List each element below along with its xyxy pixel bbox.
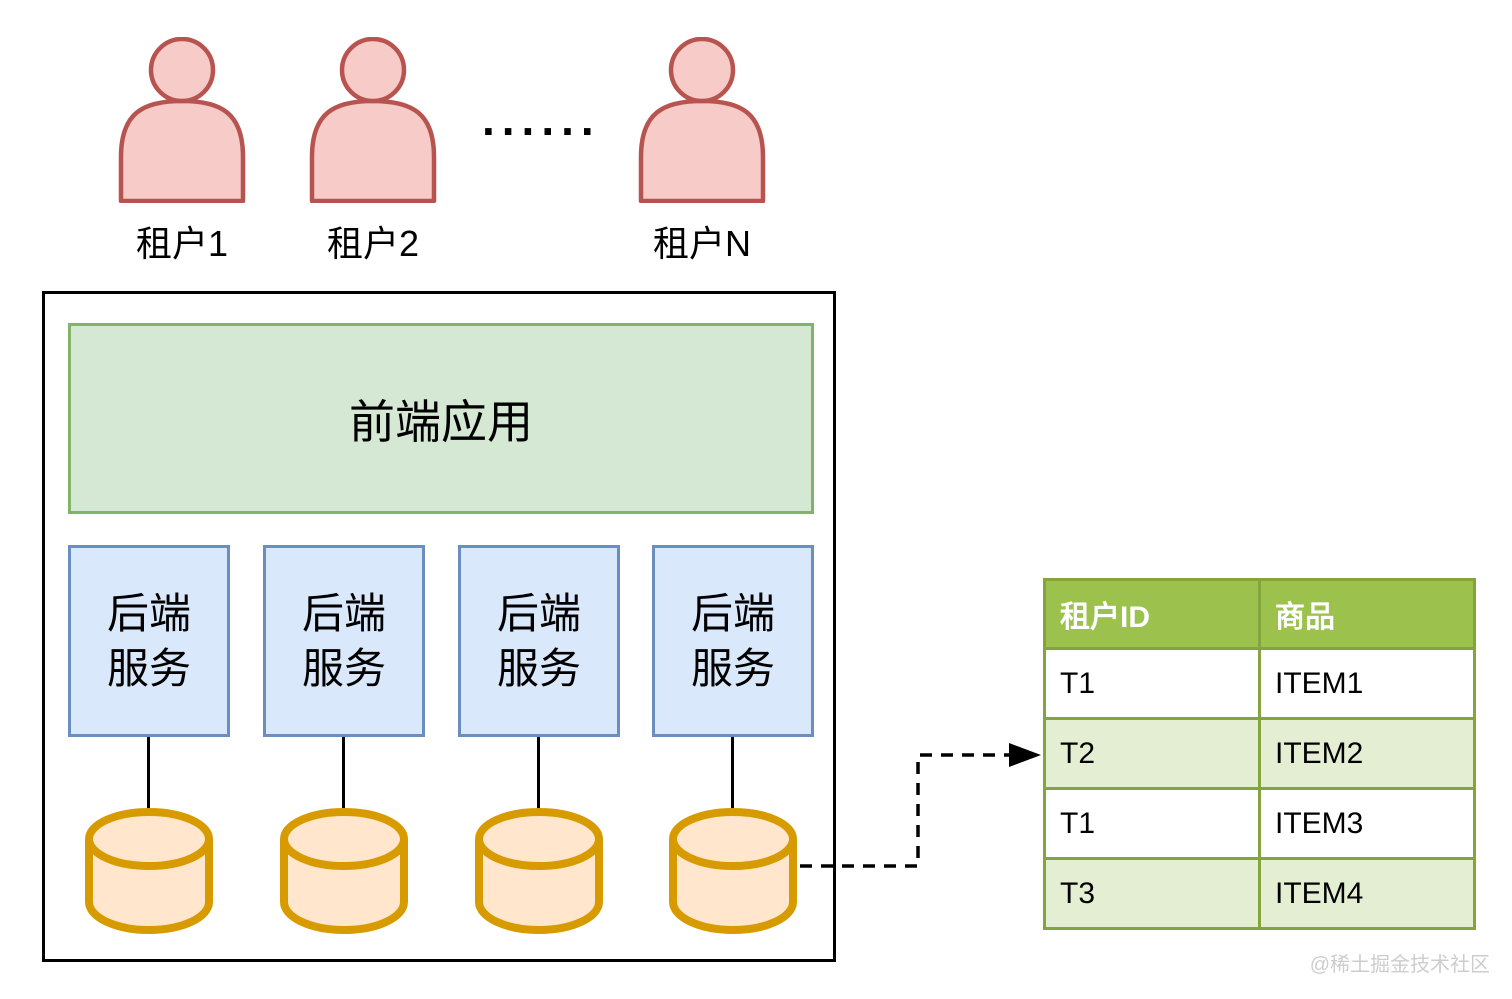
tenant-label: 租户1 xyxy=(135,223,229,264)
tenant-label: 租户N xyxy=(653,223,751,264)
backend-service-label: 后端 xyxy=(301,590,386,637)
service-db-connector xyxy=(731,737,734,810)
backend-service-label: 服务 xyxy=(690,645,775,692)
backend-service-label: 服务 xyxy=(496,645,581,692)
database-cylinder-icon xyxy=(669,808,797,934)
tenant-group-1: 租户1 xyxy=(117,37,247,267)
backend-service-box-2: 后端 服务 xyxy=(263,545,425,737)
table-cell-item: ITEM4 xyxy=(1258,857,1476,930)
service-db-connector xyxy=(342,737,345,810)
dashed-arrow-icon xyxy=(800,743,1041,868)
backend-service-box-1: 后端 服务 xyxy=(68,545,230,737)
table-cell-item: ITEM1 xyxy=(1258,647,1476,720)
table-row: T3 ITEM4 xyxy=(1043,857,1476,930)
person-icon xyxy=(638,37,766,203)
frontend-app-label: 前端应用 xyxy=(349,395,533,448)
table-cell-tenant: T1 xyxy=(1043,787,1261,860)
backend-service-box-4: 后端 服务 xyxy=(652,545,814,737)
frontend-app-box: 前端应用 xyxy=(68,323,814,514)
table-header-tenant-id: 租户ID xyxy=(1043,578,1261,650)
service-db-connector xyxy=(147,737,150,810)
database-cylinder-icon xyxy=(280,808,408,934)
backend-service-label: 服务 xyxy=(301,645,386,692)
backend-service-label: 服务 xyxy=(106,645,191,692)
backend-service-box-3: 后端 服务 xyxy=(458,545,620,737)
table-row: T1 ITEM3 xyxy=(1043,787,1476,860)
person-icon xyxy=(309,37,437,203)
table-cell-tenant: T3 xyxy=(1043,857,1261,930)
database-cylinder-icon xyxy=(85,808,213,934)
tenant-label: 租户2 xyxy=(326,223,420,264)
table-header-row: 租户ID 商品 xyxy=(1043,578,1476,650)
table-cell-item: ITEM2 xyxy=(1258,717,1476,790)
backend-service-label: 后端 xyxy=(690,590,775,637)
service-db-connector xyxy=(537,737,540,810)
table-header-item: 商品 xyxy=(1258,578,1476,650)
ellipsis-dots: ...... xyxy=(482,93,601,145)
tenant-group-2: 租户2 xyxy=(308,37,438,267)
backend-service-label: 后端 xyxy=(106,590,191,637)
watermark: @稀土掘金技术社区 xyxy=(1309,954,1490,976)
table-cell-tenant: T1 xyxy=(1043,647,1261,720)
table-row: T1 ITEM1 xyxy=(1043,647,1476,720)
table-cell-tenant: T2 xyxy=(1043,717,1261,790)
table-row: T2 ITEM2 xyxy=(1043,717,1476,790)
table-cell-item: ITEM3 xyxy=(1258,787,1476,860)
tenant-item-table: 租户ID 商品 T1 ITEM1 T2 ITEM2 T1 ITEM3 T3 IT… xyxy=(1043,578,1476,930)
person-icon xyxy=(118,37,246,203)
backend-service-label: 后端 xyxy=(496,590,581,637)
tenant-group-n: 租户N xyxy=(637,37,767,267)
database-cylinder-icon xyxy=(475,808,603,934)
